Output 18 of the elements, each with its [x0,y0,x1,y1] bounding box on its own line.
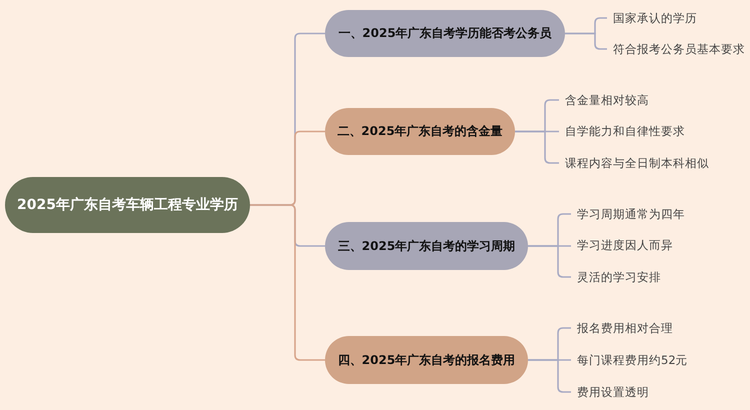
leaf-text: 国家承认的学历 [613,8,697,28]
connector-line [565,32,607,50]
root-node: 2025年广东自考车辆工程专业学历 [5,177,250,233]
branch-node: 一、2025年广东自考学历能否考公务员 [325,10,565,57]
branch-node: 三、2025年广东自考的学习周期 [325,222,528,270]
leaf-text: 费用设置透明 [577,382,649,402]
leaf-text: 符合报考公务员基本要求 [613,39,745,59]
branch-node: 四、2025年广东自考的报名费用 [325,336,528,384]
leaf-text: 课程内容与全日制本科相似 [565,153,709,173]
leaf-text: 报名费用相对合理 [577,318,673,338]
connector-line [250,204,325,361]
leaf-text: 学习进度因人而异 [577,235,673,255]
leaf-text: 含金量相对较高 [565,90,649,110]
leaf-text: 学习周期通常为四年 [577,204,685,224]
leaf-text: 自学能力和自律性要求 [565,121,685,141]
leaf-text: 每门课程费用约52元 [577,350,688,370]
leaf-text: 灵活的学习安排 [577,267,661,287]
branch-node: 二、2025年广东自考的含金量 [325,108,515,155]
